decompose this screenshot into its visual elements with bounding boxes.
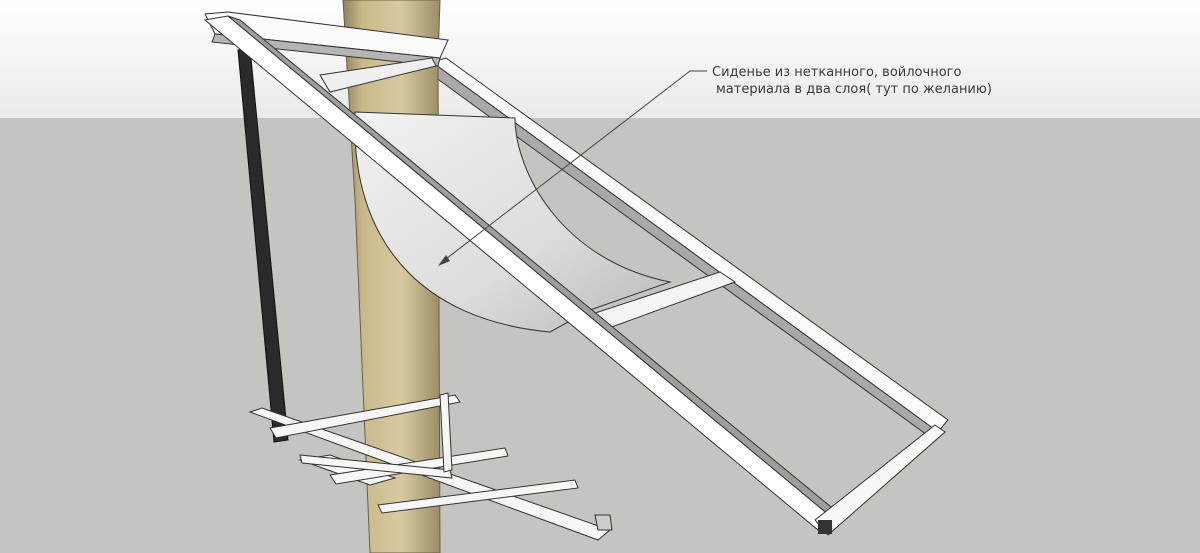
felt-seat (354, 111, 672, 333)
foot-platform (248, 392, 613, 541)
sky-background (0, 0, 1200, 118)
top-crossbar (204, 11, 449, 59)
annotation-leader (438, 70, 707, 266)
annotation-text-line2: материала в два слоя( тут по желанию) (716, 82, 992, 97)
annotation-text-line1: Сиденье из нетканного, войлочного (712, 65, 962, 80)
